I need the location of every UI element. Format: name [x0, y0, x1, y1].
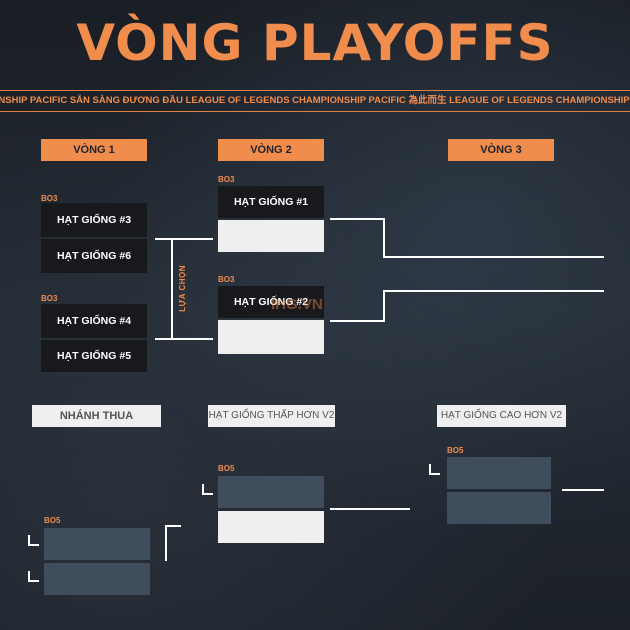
match-format-label: BO5 [218, 464, 235, 473]
match-format-label: BO5 [44, 516, 61, 525]
ticker-text: ONSHIP PACIFIC SẴN SÀNG ĐƯƠNG ĐẦU LEAGUE… [0, 95, 630, 106]
empty-slot [447, 457, 551, 489]
empty-slot [447, 492, 551, 524]
seed-3-slot: HẠT GIỐNG #3 [41, 203, 147, 237]
match-format-label: BO5 [447, 446, 464, 455]
higher-seed-header: HẠT GIỐNG CAO HƠN V2 [437, 405, 566, 427]
watermark: IHG.VN [271, 296, 323, 313]
connector-line [155, 238, 213, 240]
lower-seed-header: HẠT GIỐNG THẤP HƠN V2 [208, 405, 335, 427]
entry-arrow-icon [28, 571, 39, 582]
match-format-label: BO3 [218, 175, 235, 184]
round-2-header: VÒNG 2 [218, 139, 324, 161]
ticker-banner: ONSHIP PACIFIC SẴN SÀNG ĐƯƠNG ĐẦU LEAGUE… [0, 90, 630, 112]
seed-5-slot: HẠT GIỐNG #5 [41, 340, 147, 372]
connector-line [383, 290, 385, 322]
match-format-label: BO3 [41, 294, 58, 303]
match-format-label: BO3 [41, 194, 58, 203]
page-title: VÒNG PLAYOFFS [76, 14, 554, 72]
round-3-header: VÒNG 3 [448, 139, 554, 161]
seed-1-slot: HẠT GIỐNG #1 [218, 186, 324, 218]
entry-arrow-icon [28, 535, 39, 546]
connector-line [383, 218, 385, 258]
connector-line [383, 256, 604, 258]
connector-line [171, 238, 173, 340]
connector-line [383, 290, 604, 292]
connector-line [330, 320, 384, 322]
seed-2-slot: HẠT GIỐNG #2 [218, 286, 324, 318]
round-1-header: VÒNG 1 [41, 139, 147, 161]
connector-line [165, 525, 181, 527]
empty-slot [218, 511, 324, 543]
seed-4-slot: HẠT GIỐNG #4 [41, 304, 147, 338]
connector-line [165, 525, 167, 561]
match-format-label: BO3 [218, 275, 235, 284]
selection-label: LỰA CHỌN [178, 265, 187, 312]
connector-line [330, 508, 410, 510]
empty-slot [218, 476, 324, 508]
entry-arrow-icon [202, 484, 213, 495]
connector-line [330, 218, 384, 220]
empty-slot [44, 563, 150, 595]
connector-line [562, 489, 604, 491]
losers-bracket-header: NHÁNH THUA [32, 405, 161, 427]
connector-line [155, 338, 213, 340]
seed-6-slot: HẠT GIỐNG #6 [41, 239, 147, 273]
empty-slot [218, 320, 324, 354]
empty-slot [218, 220, 324, 252]
empty-slot [44, 528, 150, 560]
entry-arrow-icon [429, 464, 440, 475]
